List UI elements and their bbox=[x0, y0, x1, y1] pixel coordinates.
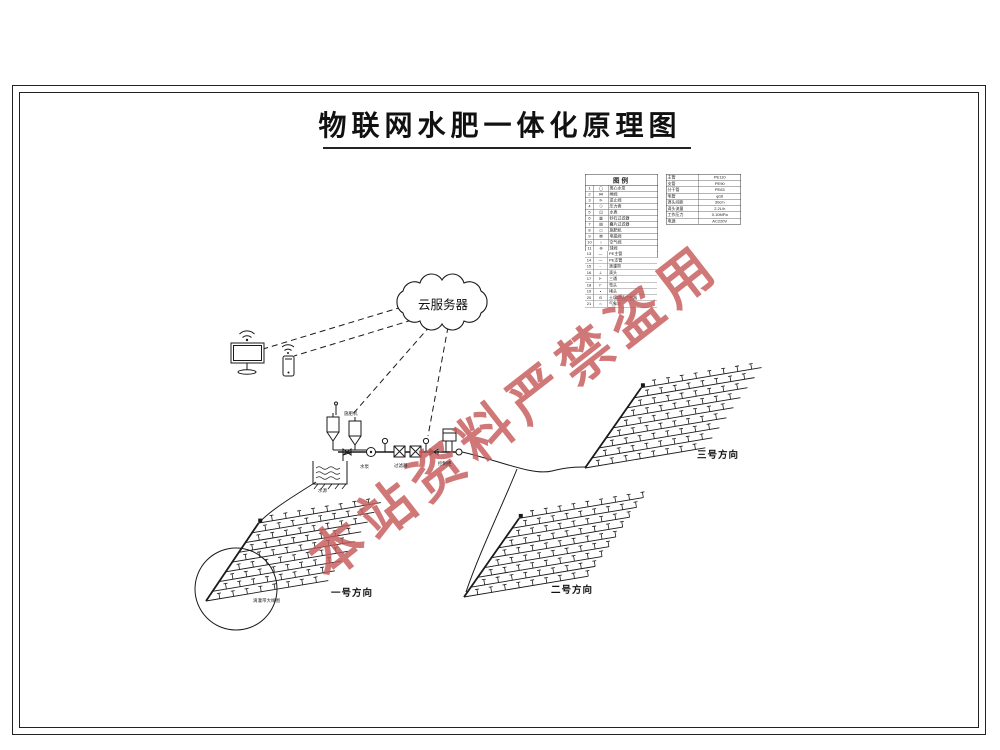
legend-row: 5◫水表 bbox=[585, 209, 658, 216]
legend-row: 21⌂气象站 bbox=[585, 301, 657, 308]
legend-row: 1◯离心水泵 bbox=[585, 185, 658, 192]
equipment-label: 过滤器 bbox=[394, 463, 408, 468]
legend-row: 3⊳逆止阀 bbox=[585, 197, 658, 204]
legend-row: 16⊥滴头 bbox=[585, 269, 657, 276]
wifi-icon bbox=[239, 330, 255, 342]
equipment-label: 水泵 bbox=[360, 464, 370, 469]
legend-row: 15┄滴灌带 bbox=[585, 263, 657, 270]
legend-row: 9⊠电磁阀 bbox=[585, 233, 658, 240]
fertigation-station bbox=[312, 401, 463, 490]
legend-row: 10♁空气阀 bbox=[585, 239, 658, 246]
wireless-link-lines bbox=[262, 306, 449, 437]
field-two-grid bbox=[463, 491, 645, 598]
legend-row: 19•堵头 bbox=[585, 288, 657, 295]
cloud-server-label: 云服务器 bbox=[417, 298, 468, 312]
pipeline-to-fields bbox=[258, 451, 586, 593]
cloud-server-icon bbox=[396, 273, 488, 331]
legend-row: 14—PE支管 bbox=[585, 257, 657, 264]
field-3-label: 三号方向 bbox=[697, 450, 740, 461]
field-three-grid bbox=[584, 363, 762, 469]
legend-row: 4☉压力表 bbox=[585, 203, 658, 210]
phone-icon bbox=[282, 355, 295, 377]
equipment-label: 施肥机 bbox=[344, 411, 358, 416]
field-2-label: 二号方向 bbox=[551, 585, 594, 596]
field-one-grid bbox=[205, 498, 381, 602]
equipment-label: 控制柜 bbox=[438, 461, 452, 466]
sheet-border-outer bbox=[12, 85, 986, 735]
sheet-border-inner bbox=[19, 92, 979, 728]
legend-row: 6▥砂石过滤器 bbox=[585, 215, 658, 222]
field-1-label: 一号方向 bbox=[331, 588, 374, 599]
drawing-title: 物联网水肥一体化原理图 bbox=[318, 111, 682, 142]
legend-row: 2⋈闸阀 bbox=[585, 191, 658, 198]
phone-wifi-icon bbox=[281, 344, 295, 354]
equipment-label: 水源 bbox=[318, 488, 328, 493]
callout-label: 滴灌带大样图 bbox=[253, 598, 281, 603]
legend-row: 13—PE主管 bbox=[585, 251, 657, 258]
legend-row: 8▭施肥机 bbox=[585, 227, 658, 234]
monitor-icon bbox=[230, 342, 265, 375]
legend-title: 图例 bbox=[585, 175, 658, 186]
detail-callout-circle bbox=[194, 547, 278, 631]
legend-row: 7▤叠片过滤器 bbox=[585, 221, 658, 228]
title-underline bbox=[323, 147, 691, 149]
